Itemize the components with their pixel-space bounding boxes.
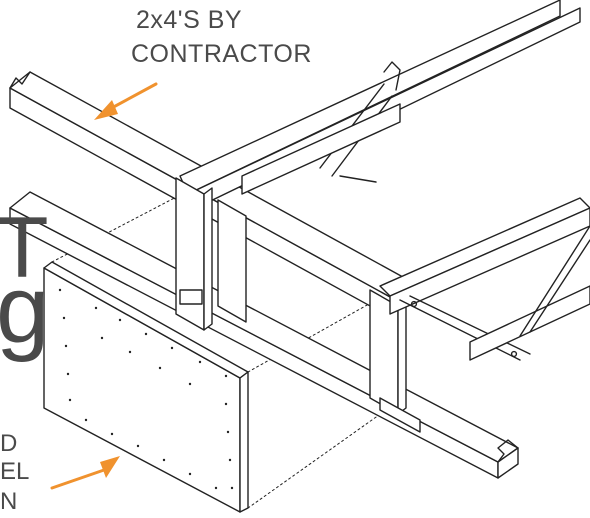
- clipped-edge-letter: T: [0, 200, 49, 296]
- contractor-label-line-2: CONTRACTOR: [131, 40, 312, 68]
- clipped-edge-letter: g: [0, 256, 50, 363]
- left-post: [175, 177, 247, 331]
- right-post: [369, 289, 421, 433]
- pointer-arrows: [50, 82, 158, 490]
- truss-back: [241, 61, 401, 195]
- clipped-label-fragment: D: [0, 430, 18, 457]
- arrow-top-head: [94, 100, 118, 120]
- truss-right: [379, 197, 590, 361]
- arrow-top: [106, 82, 158, 112]
- clipped-label-fragment: EL: [0, 458, 30, 485]
- panel-screw-dots: [58, 288, 234, 490]
- contractor-label-line-1: 2x4'S BY: [136, 6, 243, 34]
- arrow-bottom-head: [100, 456, 120, 478]
- clipped-label-fragment: N: [0, 488, 18, 515]
- panel: [43, 261, 249, 513]
- arrow-bottom: [50, 468, 106, 490]
